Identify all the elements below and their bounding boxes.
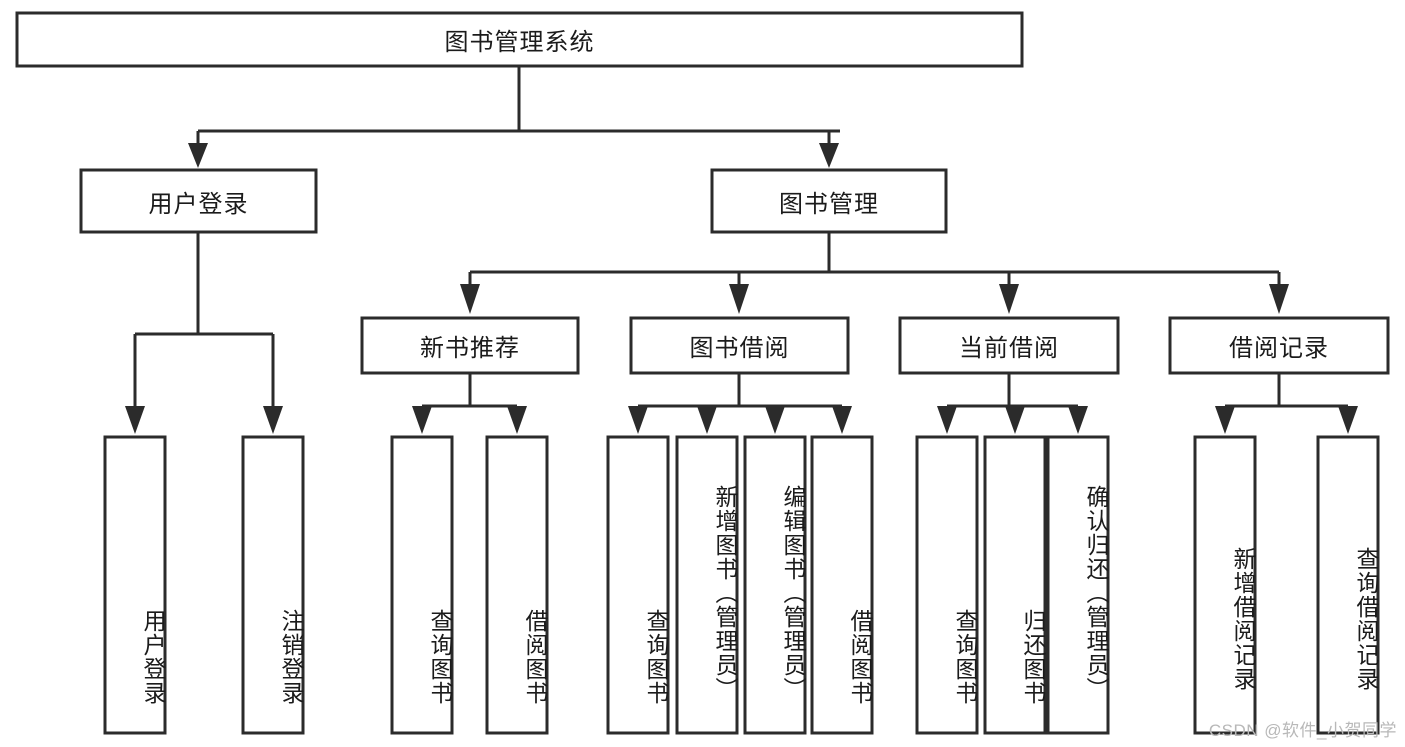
arrowhead-current-borrow	[999, 284, 1019, 314]
node-leaf-edit-book[interactable]	[743, 435, 807, 735]
node-new-book-rec[interactable]	[360, 316, 580, 375]
edge-root-to-level2	[196, 66, 840, 147]
edge-userlogin-to-leaves	[133, 232, 275, 410]
arrowhead-leaf-query-book-b	[628, 406, 648, 434]
edge-newbookrec-to-leaves	[420, 373, 519, 410]
arrowhead-leaf-return-book	[1005, 406, 1025, 434]
node-leaf-add-record[interactable]	[1193, 435, 1257, 735]
arrowhead-borrow-record	[1269, 284, 1289, 314]
node-leaf-confirm-return[interactable]	[1046, 435, 1110, 735]
node-leaf-return-book[interactable]	[983, 435, 1047, 735]
node-borrow-record[interactable]	[1168, 316, 1390, 375]
arrowhead-leaf-query-record	[1338, 406, 1358, 434]
arrowhead-leaf-borrow-book-rec	[507, 406, 527, 434]
arrowhead-user-login	[188, 143, 208, 168]
arrowhead-book-mgmt	[819, 143, 839, 168]
edge-currentborrow-to-leaves	[945, 373, 1080, 410]
arrowhead-book-borrow	[729, 284, 749, 314]
arrowhead-leaf-user-login	[125, 406, 145, 434]
arrowhead-leaf-query-book-c	[937, 406, 957, 434]
node-book-mgmt[interactable]	[710, 168, 948, 234]
node-leaf-add-book[interactable]	[675, 435, 739, 735]
node-leaf-query-book-rec[interactable]	[390, 435, 454, 735]
node-leaf-logout[interactable]	[241, 435, 305, 735]
node-box-layer	[15, 11, 1390, 735]
arrowhead-leaf-confirm-return	[1068, 406, 1088, 434]
arrowhead-leaf-edit-book	[765, 406, 785, 434]
node-user-login[interactable]	[79, 168, 318, 234]
arrowhead-leaf-borrow-book-b	[832, 406, 852, 434]
node-leaf-borrow-book-rec[interactable]	[485, 435, 549, 735]
node-leaf-query-book-c[interactable]	[915, 435, 979, 735]
node-leaf-query-record[interactable]	[1316, 435, 1380, 735]
node-leaf-query-book-b[interactable]	[606, 435, 670, 735]
arrowhead-new-book-rec	[460, 284, 480, 314]
node-current-borrow[interactable]	[898, 316, 1120, 375]
edge-borrowrecord-to-leaves	[1223, 373, 1350, 410]
connector-layer	[125, 66, 1358, 434]
arrowhead-leaf-logout	[263, 406, 283, 434]
node-leaf-user-login[interactable]	[103, 435, 167, 735]
node-leaf-borrow-book-b[interactable]	[810, 435, 874, 735]
arrowhead-leaf-add-book	[697, 406, 717, 434]
node-book-borrow[interactable]	[629, 316, 850, 375]
edge-bookborrow-to-leaves	[636, 373, 844, 410]
arrowhead-leaf-query-book-rec	[412, 406, 432, 434]
edge-bookmgmt-to-level3	[468, 232, 1281, 288]
node-root[interactable]	[15, 11, 1024, 68]
arrowhead-leaf-add-record	[1215, 406, 1235, 434]
